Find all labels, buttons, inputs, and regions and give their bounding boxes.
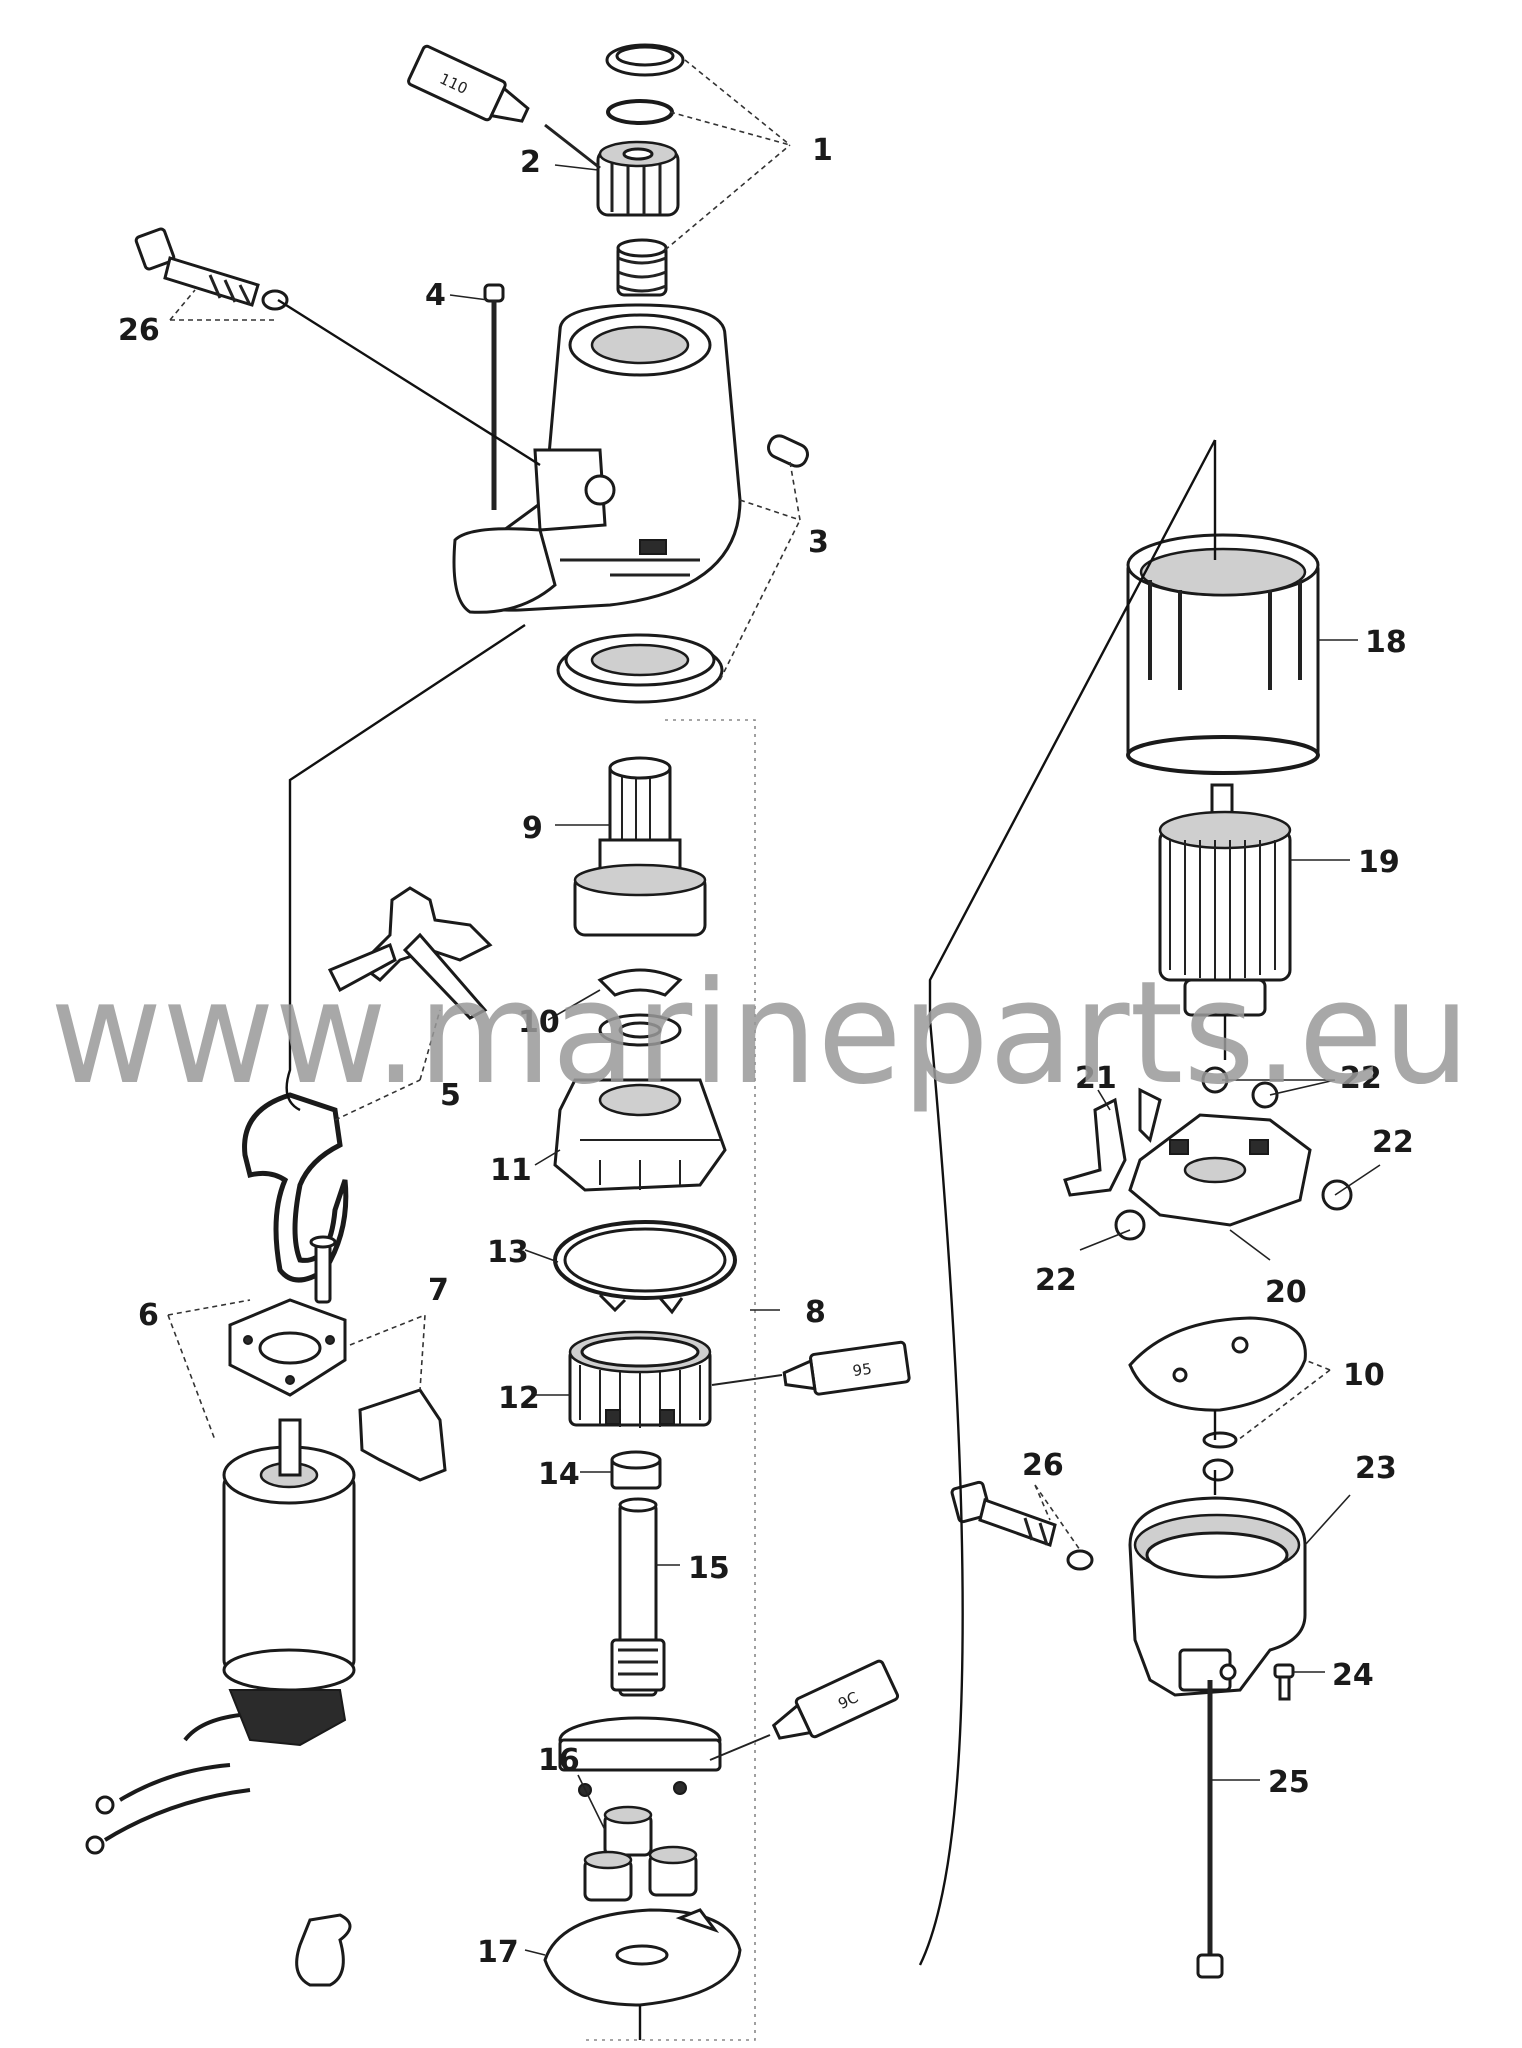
sealant-tube-low: 9C: [709, 1659, 900, 1761]
part-20-brush-plate: [1128, 1113, 1312, 1227]
part-10-clip-washer: [597, 968, 683, 1047]
callout-24: 24: [1332, 1658, 1374, 1693]
callout-6: 6: [138, 1298, 159, 1333]
part-25-through-bolt: [1196, 1680, 1224, 1979]
sealant-tube-mid: 95: [711, 1340, 911, 1396]
part-6-mount-plate: [228, 1235, 347, 1397]
callout-17: 17: [477, 1935, 519, 1970]
part-19-armature: [1158, 783, 1292, 1017]
part-9-drive-shaft: [573, 756, 707, 937]
part-26-bolt-right: [950, 1480, 1094, 1571]
callout-22-top: 22: [1340, 1061, 1382, 1096]
part-3-dowel-pin: [767, 434, 809, 468]
part-15-planetary-shaft: [558, 1497, 722, 1797]
part-21-terminal: [1063, 1087, 1162, 1197]
part-2-pinion-gear: [596, 140, 680, 217]
callout-10-center: 10: [518, 1005, 560, 1040]
callout-13: 13: [487, 1235, 529, 1270]
callout-9: 9: [522, 811, 543, 846]
callout-4: 4: [425, 278, 446, 313]
callout-26-left: 26: [118, 313, 160, 348]
part-17-plate: [543, 1908, 742, 2007]
callout-8: 8: [805, 1295, 826, 1330]
watermark-text: www.marineparts.eu: [50, 951, 1470, 1116]
callout-7: 7: [428, 1273, 449, 1308]
part-24-screw: [1273, 1663, 1295, 1701]
callout-5: 5: [440, 1078, 461, 1113]
callout-25: 25: [1268, 1765, 1310, 1800]
part-5-shift-fork: [327, 886, 493, 1020]
part-11-gear-cap: [553, 1078, 727, 1192]
sealant-tube-top: 110: [407, 44, 601, 170]
callout-14: 14: [538, 1457, 580, 1492]
callout-10-right: 10: [1343, 1358, 1385, 1393]
part-26-bolt-left: [134, 227, 289, 311]
callout-numbers: 1 2 3 4 5 6 7 8 9 10 10 11 12 13 14 15 1…: [118, 133, 1414, 1970]
callout-22-left: 22: [1035, 1263, 1077, 1298]
leader-lines: [167, 59, 1381, 1956]
callout-16: 16: [538, 1743, 580, 1778]
part-16-planet-gears: [583, 1805, 698, 1902]
assembly-lines: [277, 298, 1227, 2040]
callout-1: 1: [812, 133, 833, 168]
callout-2: 2: [520, 145, 541, 180]
part-3-bearing: [556, 633, 724, 704]
tube-label-mid: 95: [851, 1360, 872, 1380]
part-13-gasket: [553, 1220, 737, 1315]
planet-gear: [648, 1845, 698, 1897]
callout-15: 15: [688, 1551, 730, 1586]
part-5-seal: [242, 1092, 349, 1283]
part-14-bushing: [610, 1450, 662, 1490]
planet-gear: [583, 1850, 633, 1902]
callout-23: 23: [1355, 1451, 1397, 1486]
callout-19: 19: [1358, 845, 1400, 880]
callout-12: 12: [498, 1381, 540, 1416]
part-18-field-frame: [1126, 533, 1320, 775]
part-4-bolt: [483, 283, 505, 510]
callout-22-right: 22: [1372, 1125, 1414, 1160]
planet-gear: [603, 1805, 653, 1857]
callout-21: 21: [1075, 1061, 1117, 1096]
callout-3: 3: [808, 525, 829, 560]
part-1-spring: [616, 238, 668, 297]
callout-20: 20: [1265, 1275, 1307, 1310]
motor-assembly-left: [85, 1418, 356, 1855]
part-10-end-plate: [1128, 1316, 1307, 1482]
callout-18: 18: [1365, 625, 1407, 660]
part-12-ring-gear: [568, 1330, 712, 1428]
part-1-retainer-rings: [605, 43, 685, 297]
part-3-drive-housing: [452, 303, 809, 704]
callout-26-right: 26: [1022, 1448, 1064, 1483]
part-23-end-cap: [1128, 1496, 1307, 1697]
callout-11: 11: [490, 1153, 532, 1188]
part-7-magnets: [295, 1388, 447, 1987]
